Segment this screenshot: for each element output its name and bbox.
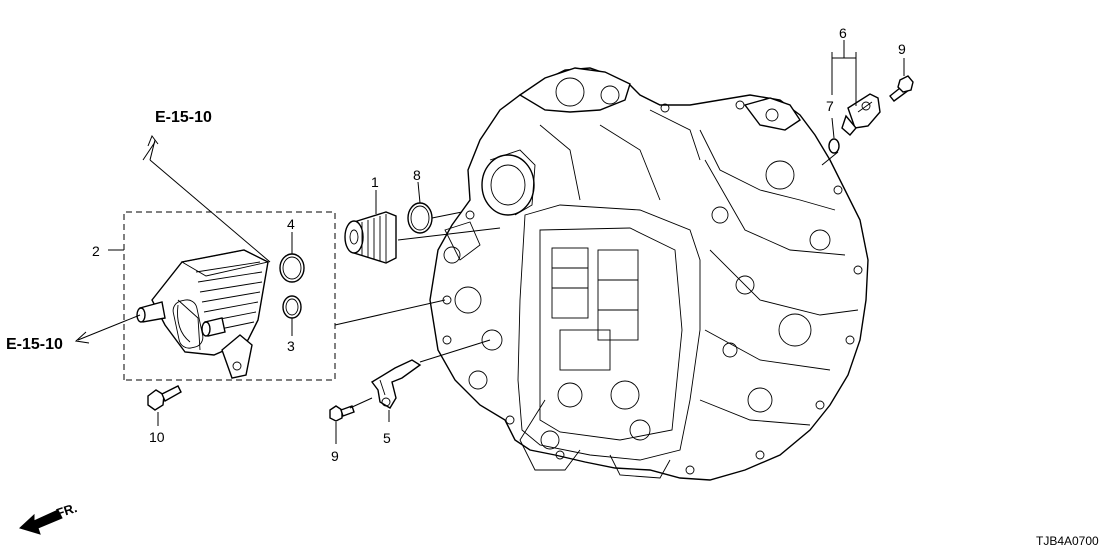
callout-4: 4 xyxy=(287,216,295,232)
callout-8: 8 xyxy=(413,167,421,183)
callout-6: 6 xyxy=(839,25,847,41)
part-6-sensor xyxy=(841,93,881,136)
callout-9-bottom: 9 xyxy=(331,448,339,464)
transmission-housing xyxy=(429,67,869,481)
part-5-sensor xyxy=(370,359,422,409)
callout-3: 3 xyxy=(287,338,295,354)
callout-10: 10 xyxy=(149,429,165,445)
reference-label-top: E-15-10 xyxy=(155,109,212,126)
part-10-bolt xyxy=(147,385,182,411)
group-box xyxy=(123,211,336,381)
callout-2: 2 xyxy=(92,243,100,259)
part-9-bolt-top xyxy=(889,75,914,102)
part-9-bolt-bottom xyxy=(329,405,355,422)
part-8-o-ring xyxy=(407,202,433,234)
part-7-o-ring xyxy=(828,138,840,154)
front-arrow-icon xyxy=(19,509,63,535)
front-direction-indicator: FR. xyxy=(19,500,79,535)
part-1-filter xyxy=(344,211,397,264)
leader-lines xyxy=(74,40,905,444)
callout-7: 7 xyxy=(826,98,834,114)
diagram-code: TJB4A0700 xyxy=(1036,534,1099,548)
callout-5: 5 xyxy=(383,430,391,446)
reference-label-left: E-15-10 xyxy=(6,336,63,353)
part-4-o-ring xyxy=(279,253,305,283)
callout-9-top: 9 xyxy=(898,41,906,57)
part-2-oil-cooler xyxy=(136,249,270,379)
front-direction-label: FR. xyxy=(54,500,79,521)
callout-1: 1 xyxy=(371,174,379,190)
part-3-o-ring xyxy=(282,295,302,319)
